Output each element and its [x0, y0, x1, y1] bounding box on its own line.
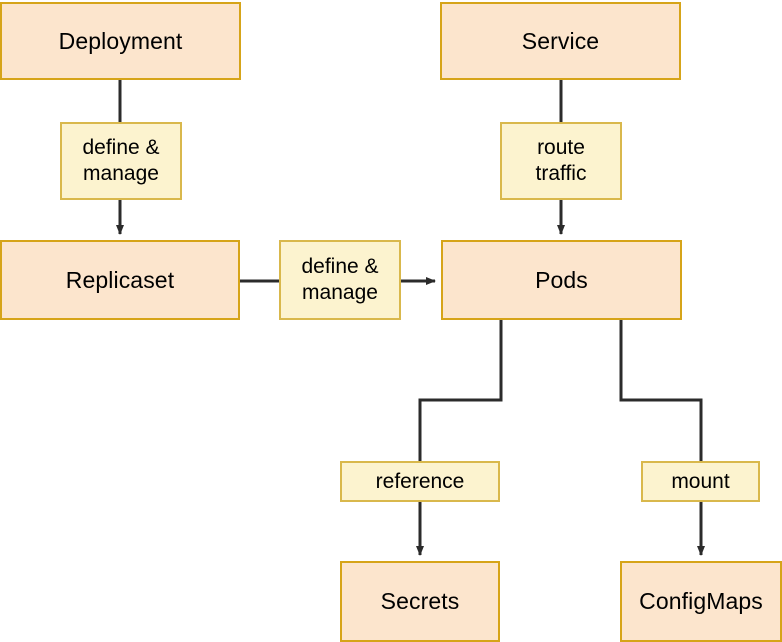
node-secrets[interactable]: Secrets — [340, 561, 500, 642]
node-replicaset[interactable]: Replicaset — [0, 240, 240, 320]
edge-label-mount-text: mount — [671, 469, 730, 493]
edge-label-reference[interactable]: reference — [340, 461, 500, 502]
edge-label-route-traffic-text: route traffic — [535, 136, 587, 185]
edge-label-define-manage-2-text: define & manage — [301, 255, 379, 304]
node-deployment[interactable]: Deployment — [0, 2, 241, 80]
node-deployment-label: Deployment — [58, 27, 183, 54]
edge-label-define-manage-1-text: define & manage — [82, 136, 160, 185]
node-service-label: Service — [521, 27, 600, 54]
node-pods[interactable]: Pods — [441, 240, 682, 320]
node-configmaps-label: ConfigMaps — [639, 588, 763, 615]
edge-label-mount[interactable]: mount — [641, 461, 760, 502]
node-configmaps[interactable]: ConfigMaps — [620, 561, 782, 642]
node-secrets-label: Secrets — [380, 588, 460, 615]
edge-label-route-traffic[interactable]: route traffic — [500, 122, 622, 200]
node-pods-label: Pods — [535, 266, 588, 293]
edge-label-define-manage-1[interactable]: define & manage — [60, 122, 182, 200]
edge-label-define-manage-2[interactable]: define & manage — [279, 240, 401, 320]
edge-pods-to-configmaps — [619, 320, 705, 556]
edge-pods-to-secrets — [416, 320, 503, 556]
edge-label-reference-text: reference — [375, 469, 465, 493]
node-service[interactable]: Service — [440, 2, 681, 80]
node-replicaset-label: Replicaset — [65, 266, 175, 293]
